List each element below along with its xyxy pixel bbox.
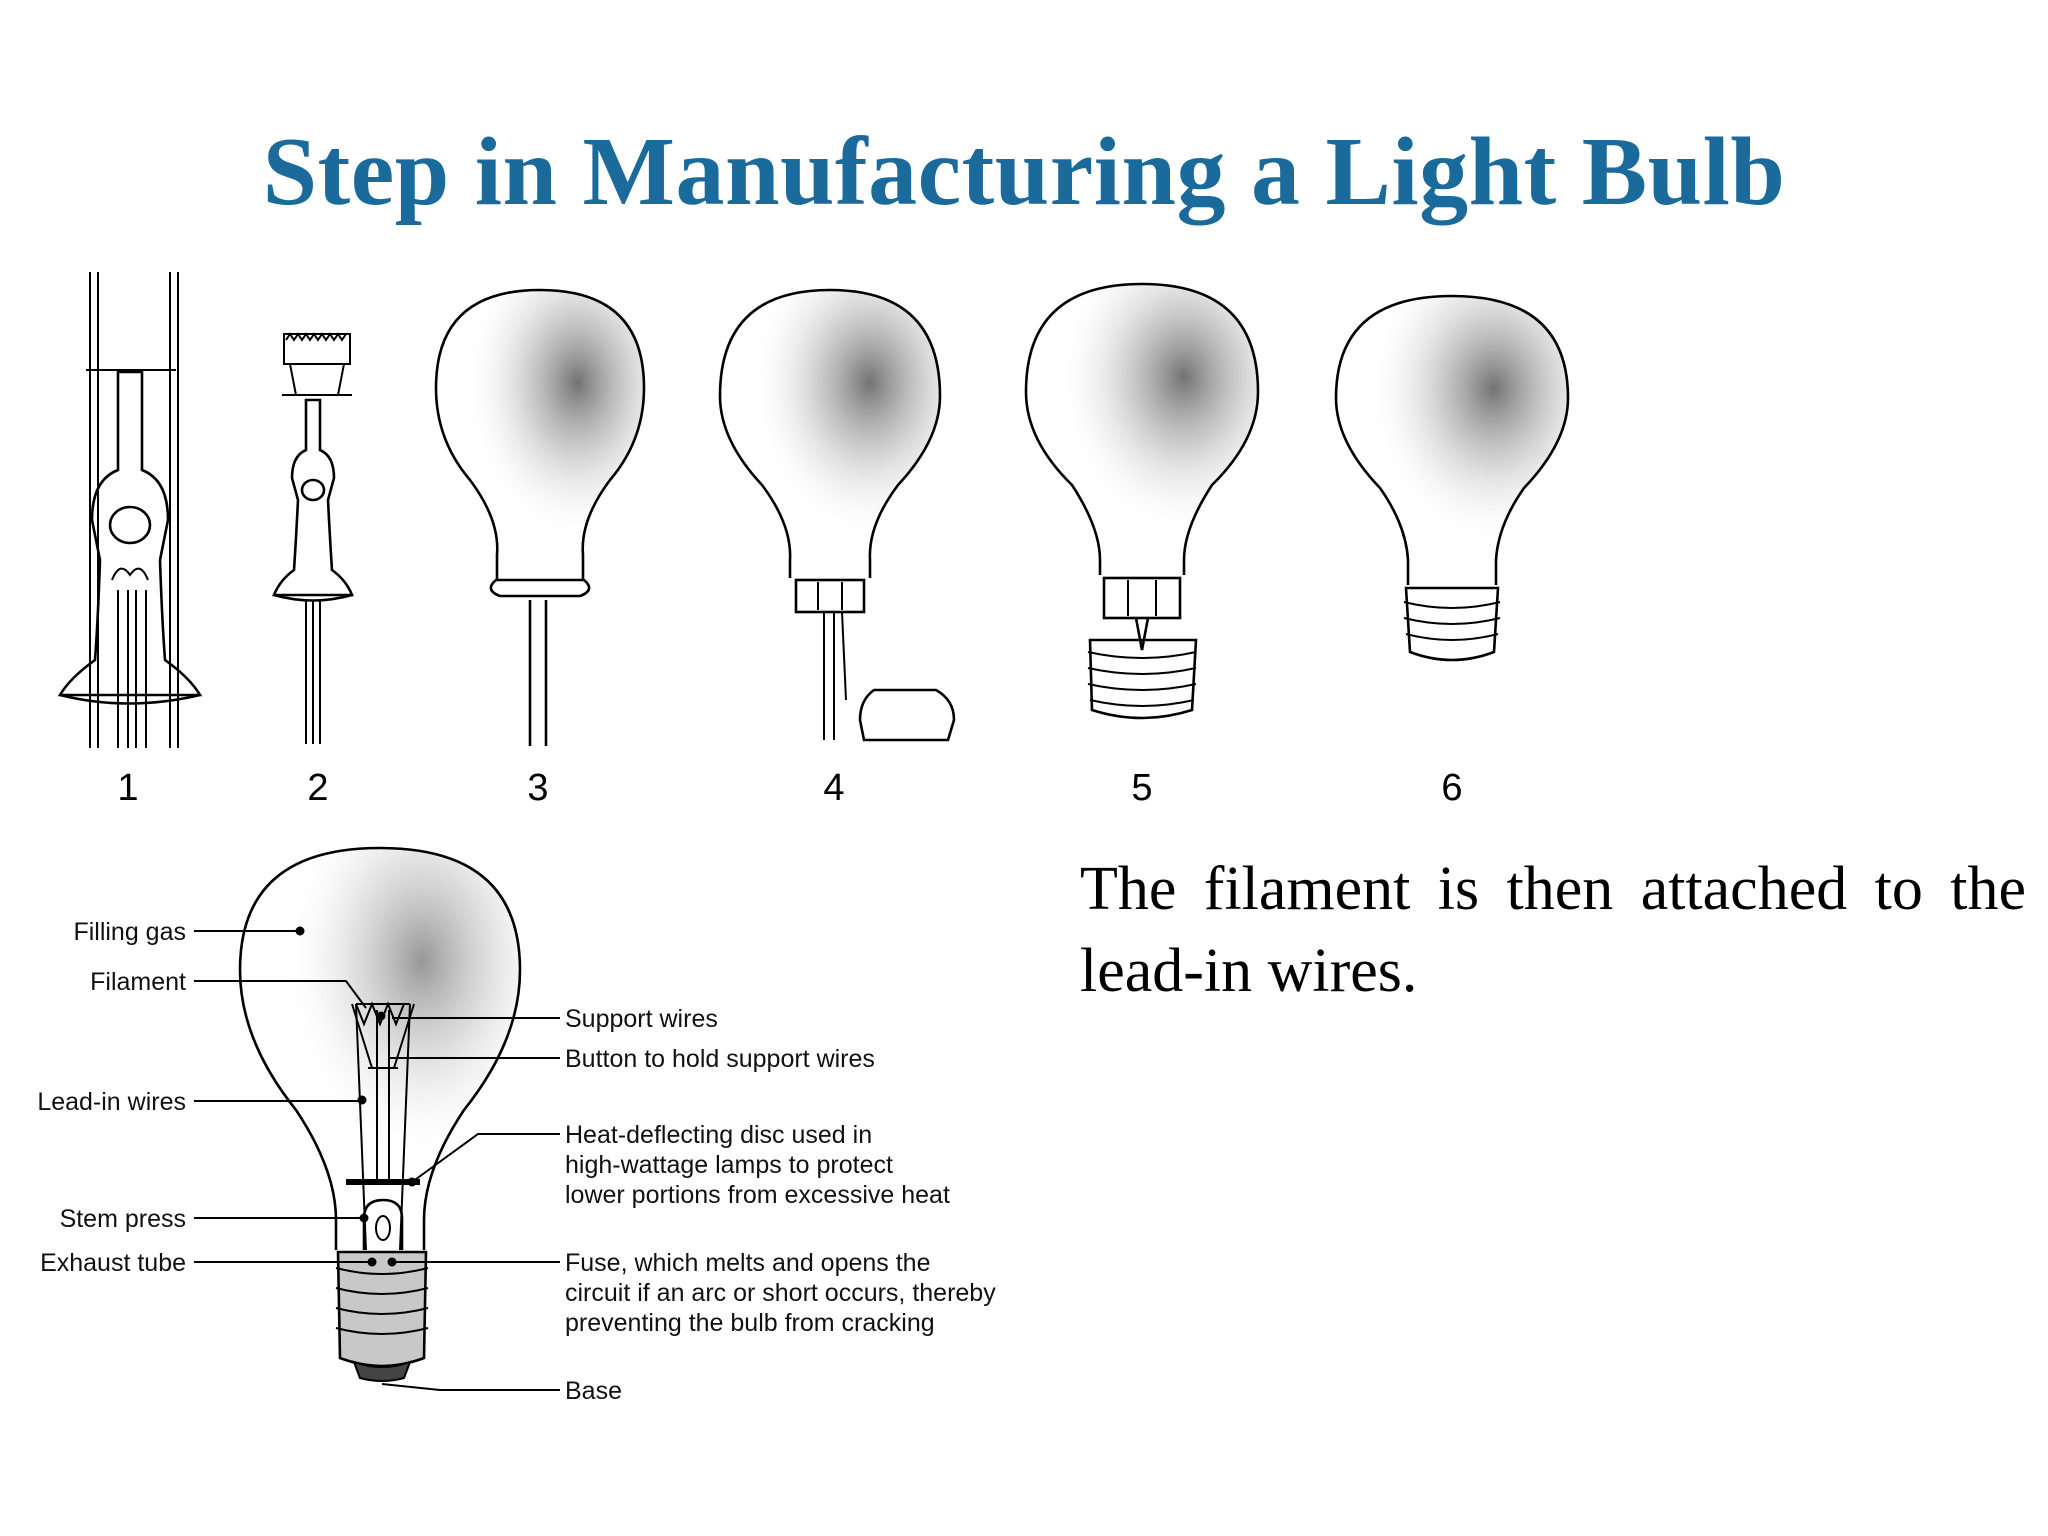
svg-text:high-wattage lamps to protect: high-wattage lamps to protect — [565, 1151, 893, 1179]
label-filament: Filament — [90, 968, 186, 996]
label-exhaust-tube: Exhaust tube — [40, 1249, 186, 1277]
label-stem-press: Stem press — [60, 1205, 186, 1233]
step-4-number: 4 — [823, 767, 844, 809]
label-fuse: Fuse, which melts and opens the circuit … — [565, 1249, 996, 1337]
label-support-wires: Support wires — [565, 1005, 718, 1033]
right-leader-lines — [381, 1017, 560, 1391]
left-leader-lines — [194, 930, 372, 1263]
page-title: Step in Manufacturing a Light Bulb — [262, 118, 1786, 226]
svg-text:Fuse, which melts and opens th: Fuse, which melts and opens the — [565, 1249, 930, 1277]
svg-text:preventing the bulb from crack: preventing the bulb from cracking — [565, 1309, 935, 1337]
label-lead-in-wires: Lead-in wires — [37, 1088, 186, 1116]
step-6-finished-bulb-illustration — [1334, 294, 1570, 662]
step-6-number: 6 — [1441, 767, 1462, 809]
svg-text:circuit if an arc or short occ: circuit if an arc or short occurs, there… — [565, 1279, 996, 1307]
label-base: Base — [565, 1377, 622, 1405]
step-3-bulb-sealing-illustration — [434, 288, 646, 746]
step-5-number: 5 — [1131, 767, 1152, 809]
step-4-base-ready-illustration — [718, 288, 956, 742]
svg-text:lower portions from excessive: lower portions from excessive heat — [565, 1181, 950, 1209]
label-filling-gas: Filling gas — [73, 918, 186, 946]
step-1-number: 1 — [117, 767, 138, 809]
step-5-base-attach-illustration — [1024, 282, 1260, 720]
step-2-number: 2 — [307, 767, 328, 809]
description-text: The filament is then attached to the lea… — [1080, 855, 2026, 1005]
labeled-bulb-diagram — [238, 846, 522, 1382]
step-2-stem-filament-illustration — [272, 332, 354, 744]
step-1-stem-illustration — [57, 272, 203, 748]
step-3-number: 3 — [527, 767, 548, 809]
svg-text:Heat-deflecting disc used in: Heat-deflecting disc used in — [565, 1121, 872, 1149]
label-button-support-wires: Button to hold support wires — [565, 1045, 875, 1073]
label-heat-deflecting-disc: Heat-deflecting disc used in high-wattag… — [565, 1121, 950, 1209]
